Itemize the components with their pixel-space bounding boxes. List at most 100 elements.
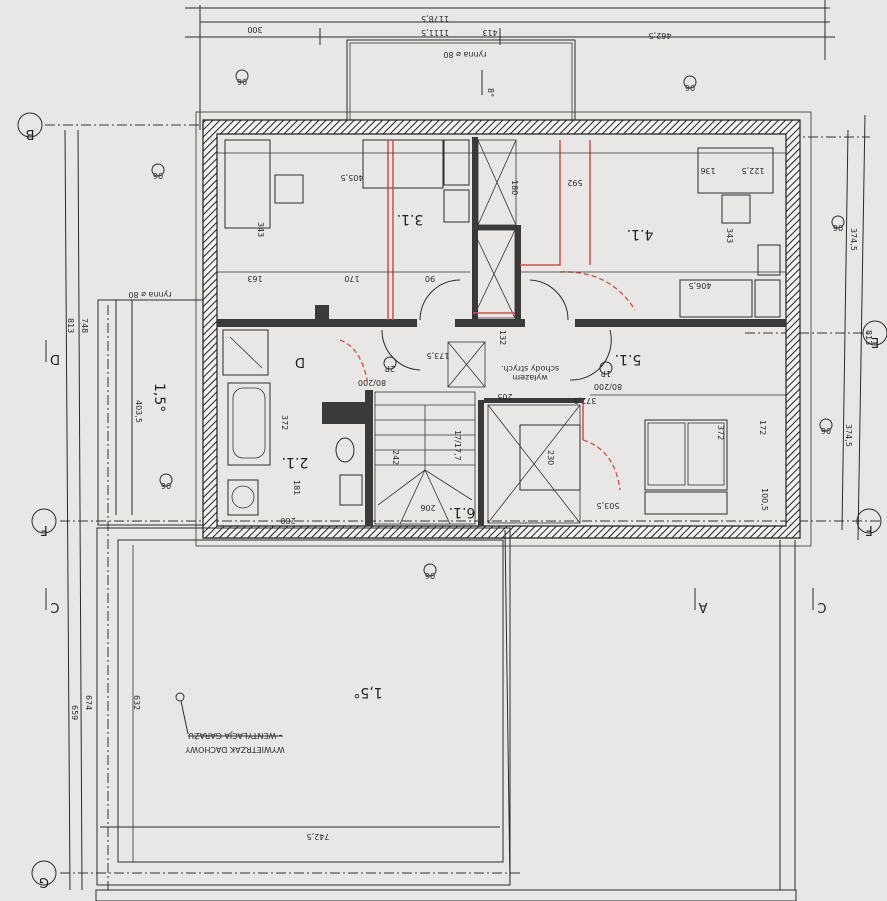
window-tags: 06 06 06 06 06 06 06 xyxy=(151,69,845,580)
vent-note-line2: - WENTYLACJA GARAŻU xyxy=(188,731,282,741)
axis-e-label: E xyxy=(871,334,879,349)
dim-173-5: 173,5 xyxy=(427,351,450,360)
dim-230: 230 xyxy=(546,450,555,465)
axis-f-right-label: F xyxy=(865,522,872,537)
dim-garage-left-outer: 659 xyxy=(70,705,79,720)
dim-343a: 343 xyxy=(256,222,265,237)
door-tag-2p xyxy=(383,356,397,370)
window-tag: 06 xyxy=(237,77,247,86)
slope-terrace: 1,5° xyxy=(151,383,167,412)
gutter-note-top: rynna ⌀ 80 xyxy=(443,50,486,59)
hall: 173,5 132 205 schody strych. wyłazem 2P … xyxy=(358,279,622,401)
door-tag-2p-label: 2P xyxy=(385,364,395,373)
room-4-1: 4.1. 592 122,5 136 343 180 406,5 xyxy=(217,140,786,318)
dim-163: 163 xyxy=(247,274,262,283)
dim-205: 205 xyxy=(497,392,512,401)
axis-f-left-marker xyxy=(31,508,57,534)
interior-walls xyxy=(217,137,786,526)
room-label-5-1: 5.1. xyxy=(615,351,642,367)
right-dimensions: 374,5 813 374,5 xyxy=(745,114,873,541)
dim-406-5: 406,5 xyxy=(689,281,712,290)
dim-garage-left-inner: 632 xyxy=(132,695,141,710)
dim-top-mid: 413 xyxy=(482,28,497,37)
attic-stairs-note-1: schody strych. xyxy=(501,364,559,373)
dim-280: 280 xyxy=(280,516,295,525)
wardrobe-room: 230 xyxy=(487,400,621,524)
dim-372a: 372 xyxy=(280,415,289,430)
window-tag: 06 xyxy=(153,171,163,180)
dim-right-lower: 374,5 xyxy=(844,424,853,447)
room-2-1: 2.1. 372 181 280 D xyxy=(222,329,369,525)
dim-122-5: 122,5 xyxy=(742,166,765,175)
attic-stairs-note-2: wyłazem xyxy=(512,373,548,382)
stairs-rise: 17/17,7 xyxy=(453,430,462,461)
dim-170: 170 xyxy=(344,274,359,283)
room-5-1: 5.1. 372,5 372 172 100,5 503,5 xyxy=(574,351,786,515)
balcony: rynna ⌀ 80 8° xyxy=(346,39,576,129)
section-mark-d-inner: D xyxy=(295,354,305,369)
shafts xyxy=(472,139,517,319)
slope-garage: 1,5° xyxy=(353,684,382,700)
dim-top-left: 300 xyxy=(247,25,262,34)
room-3-1: 3.1. 405,5 343 163 170 90 xyxy=(217,139,470,320)
section-mark-c-right: C xyxy=(817,599,826,614)
section-mark-d: D xyxy=(50,351,60,366)
dim-garage-left-mid: 674 xyxy=(84,695,93,710)
dim-right-upper: 374,5 xyxy=(849,228,858,251)
gutter-note-left: rynna ⌀ 80 xyxy=(128,290,171,299)
section-mark-c-left: C xyxy=(50,599,59,614)
exterior-walls xyxy=(195,111,812,547)
dim-overall-inner: 1111,5 xyxy=(421,28,449,37)
dim-136: 136 xyxy=(700,166,715,175)
dim-132: 132 xyxy=(498,330,507,345)
axis-f-right-marker xyxy=(856,508,882,534)
slope-balcony: 8° xyxy=(486,88,495,97)
dim-180: 180 xyxy=(510,180,519,195)
garage-roof: 742,5 1,5° WYWIETRZAK DACHOWY - WENTYLAC… xyxy=(95,527,797,901)
dim-top-right: 462,5 xyxy=(649,31,672,40)
door-size-2p: 80/200 xyxy=(358,378,386,387)
vent-note-line1: WYWIETRZAK DACHOWY xyxy=(185,745,284,754)
dim-181: 181 xyxy=(292,480,301,495)
axis-g-marker xyxy=(31,860,57,886)
window-tag: 06 xyxy=(821,426,831,435)
dim-room41-width: 592 xyxy=(567,178,582,187)
dim-left-inner: 748 xyxy=(80,318,89,333)
door-size-1p: 80/200 xyxy=(594,382,622,391)
dim-left-terrace: 403,5 xyxy=(134,400,143,423)
dim-503-5: 503,5 xyxy=(597,501,620,510)
dim-100-5: 100,5 xyxy=(760,488,769,511)
axis-markers: B E F F G D C A C xyxy=(17,112,887,889)
window-tag: 06 xyxy=(833,223,843,232)
dim-372-5: 372,5 xyxy=(574,396,597,405)
door-tag-1p xyxy=(599,361,613,375)
axis-b-marker xyxy=(17,112,43,138)
dim-left-total: 813 xyxy=(66,318,75,333)
dim-right-total: 813 xyxy=(864,330,873,345)
dim-overall-outer: 1178,5 xyxy=(421,14,449,23)
dim-room31-width: 405,5 xyxy=(341,173,364,182)
dim-garage-width: 742,5 xyxy=(307,832,330,841)
dim-343b: 343 xyxy=(725,228,734,243)
room-label-3-1: 3.1. xyxy=(397,211,424,227)
dim-206: 206 xyxy=(420,503,435,512)
axis-b-label: B xyxy=(26,126,35,141)
right-lower-outline xyxy=(779,540,796,890)
dim-90: 90 xyxy=(425,274,435,283)
room-label-2-1: 2.1. xyxy=(282,454,309,470)
roof-vent-icon xyxy=(175,692,185,702)
dim-242: 242 xyxy=(391,450,400,465)
left-terrace: rynna ⌀ 80 403,5 1,5° xyxy=(97,290,204,890)
axis-e-marker xyxy=(862,320,887,346)
room-label-6-1: 6.1. xyxy=(449,504,476,520)
door-tag-1p-label: 1P xyxy=(601,369,611,378)
room-label-4-1: 4.1. xyxy=(627,226,654,242)
dim-372b: 372 xyxy=(716,425,725,440)
window-tag: 06 xyxy=(161,481,171,490)
dim-172: 172 xyxy=(758,420,767,435)
axis-f-left-label: F xyxy=(40,522,47,537)
window-tag: 06 xyxy=(425,571,435,580)
room-6-1-stairs: 6.1. 206 242 17/17,7 xyxy=(374,391,476,525)
left-dimensions: 813 748 659 674 632 xyxy=(45,124,880,891)
